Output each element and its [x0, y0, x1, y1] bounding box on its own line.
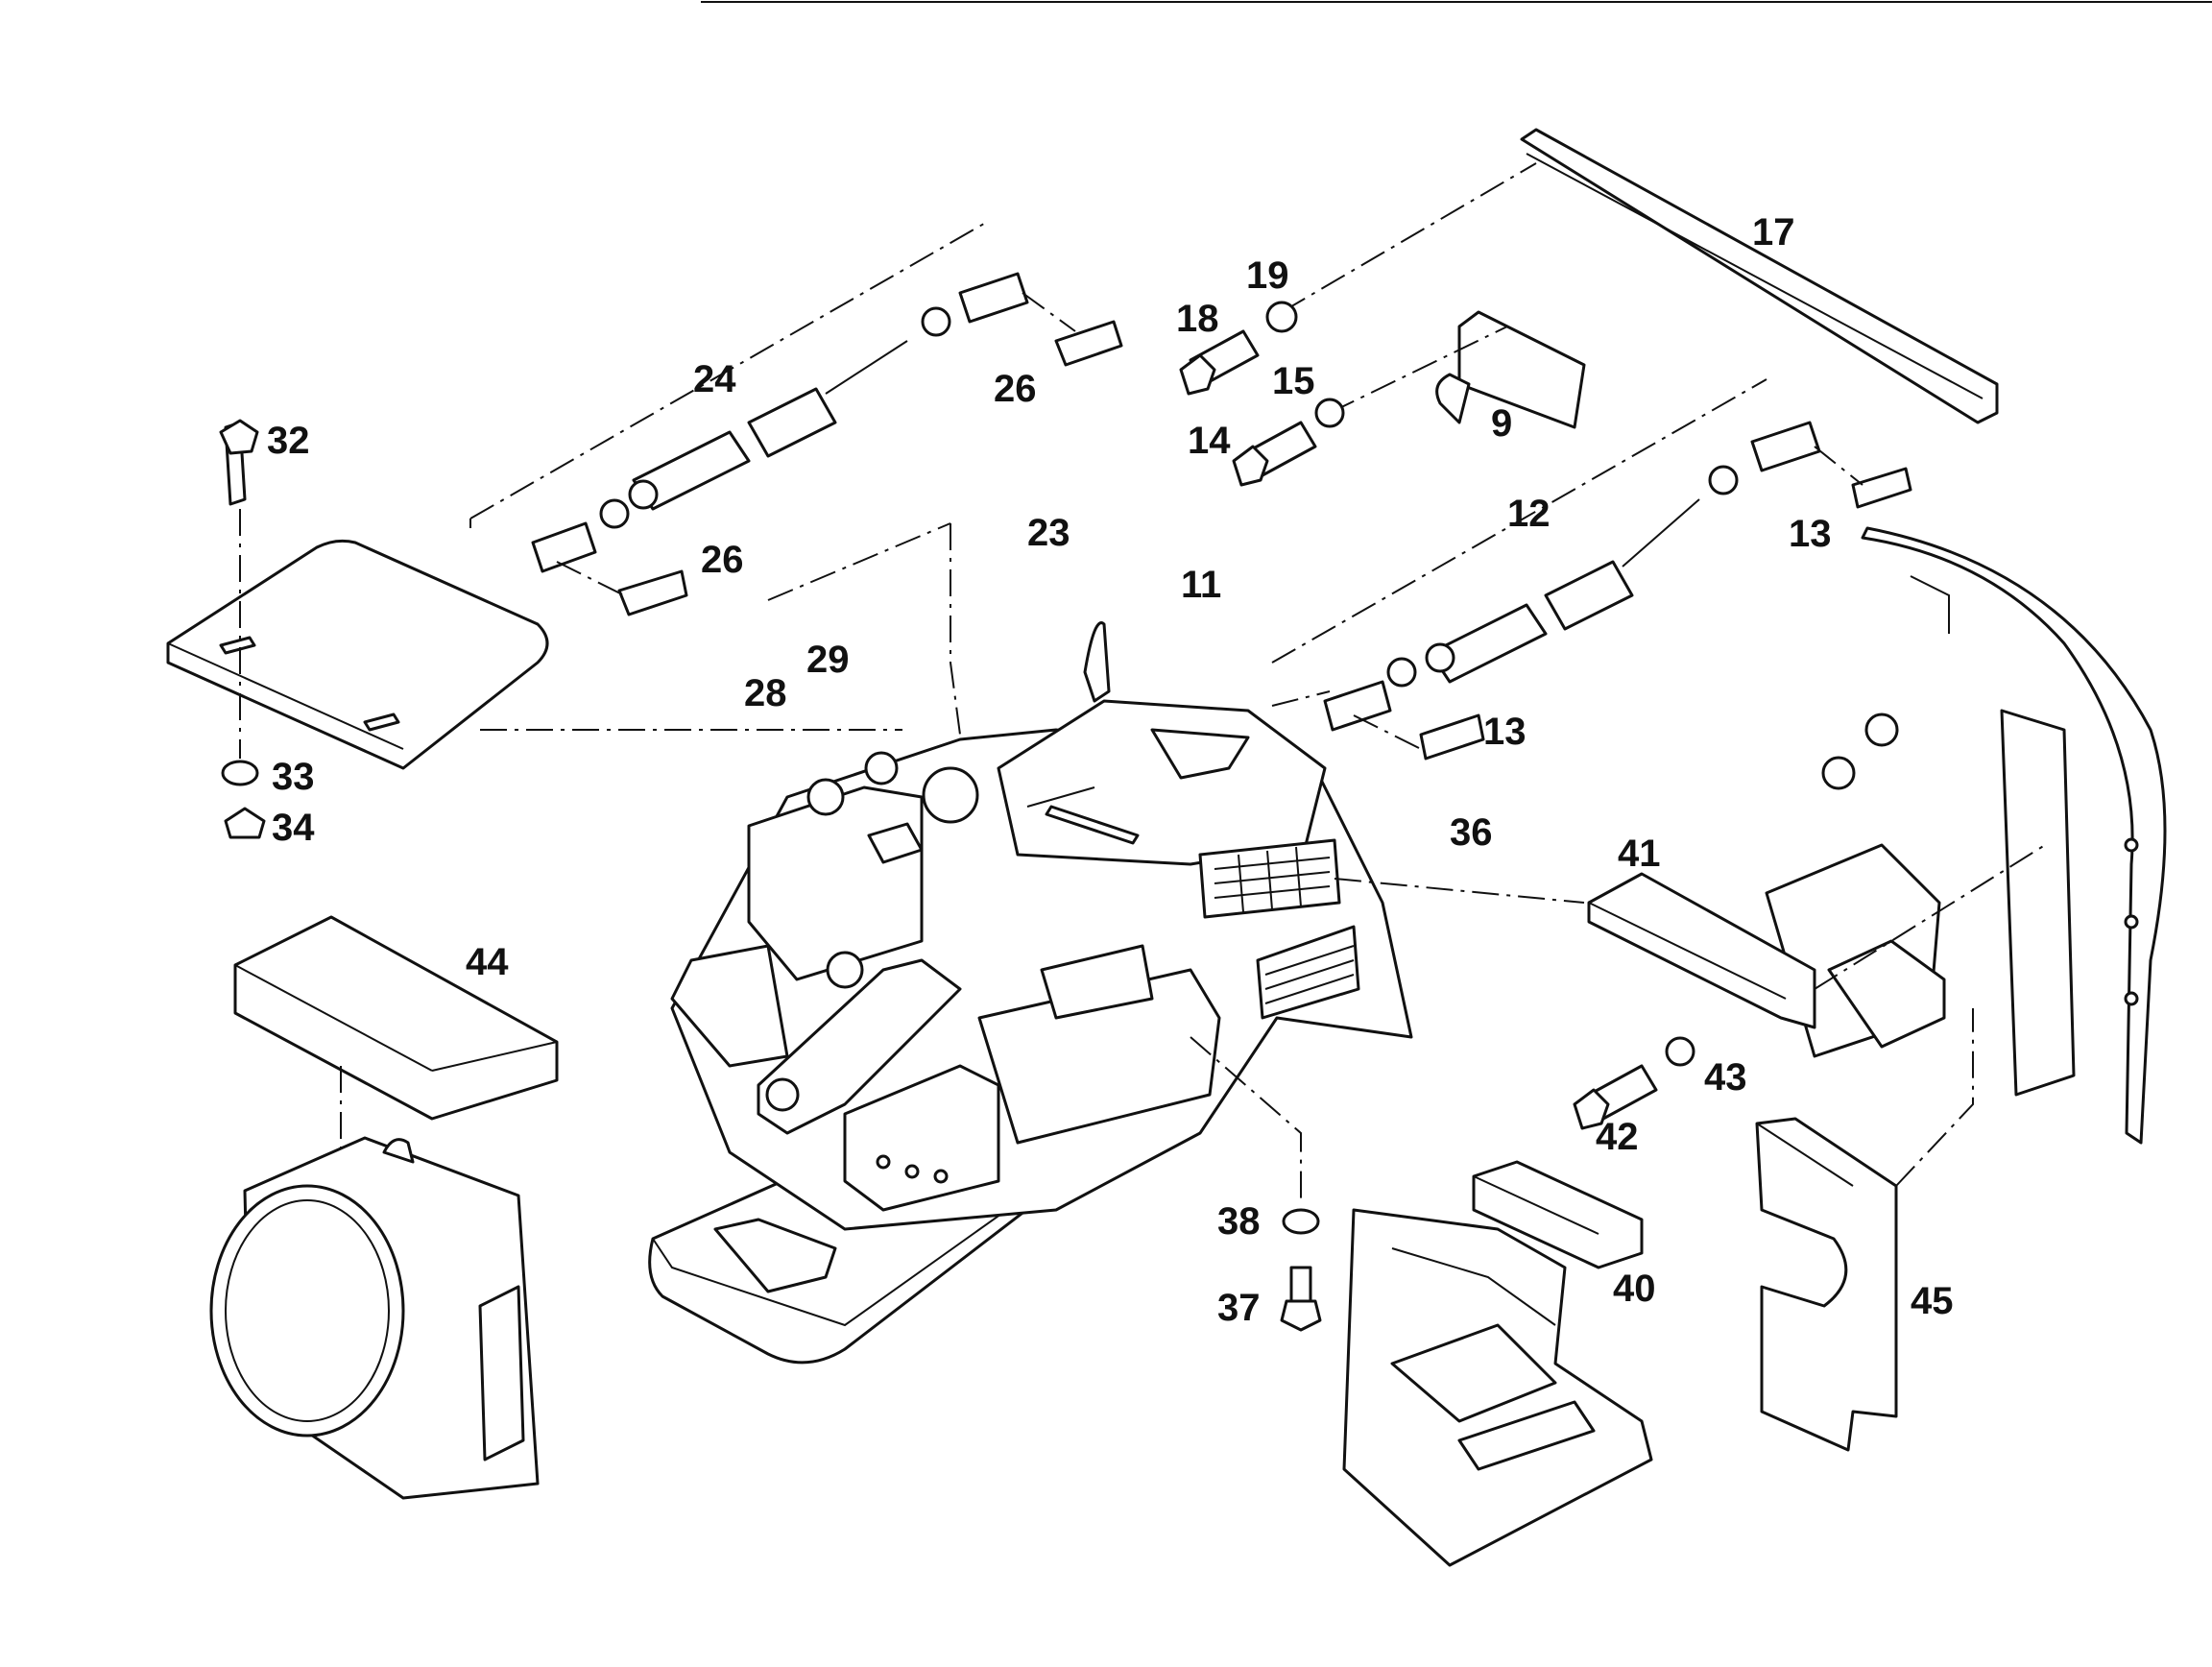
callout-18: 18	[1176, 298, 1219, 340]
bolt-37-38	[1190, 1036, 1322, 1332]
lower-frame-section	[1342, 1208, 1653, 1567]
box-44	[233, 915, 559, 1121]
callout-41: 41	[1618, 833, 1661, 875]
callout-32: 32	[267, 420, 310, 462]
cover-plate-assembly	[166, 419, 902, 839]
callout-42: 42	[1596, 1116, 1639, 1158]
callout-28: 28	[744, 672, 787, 714]
callout-13-upper: 13	[1789, 513, 1832, 555]
callout-33: 33	[272, 756, 315, 798]
leader-17-19	[1281, 162, 1537, 313]
callout-40: 40	[1613, 1268, 1656, 1310]
callout-36: 36	[1450, 811, 1493, 854]
plate-41	[1587, 872, 1816, 1029]
callout-26-lower: 26	[701, 539, 744, 581]
callout-38: 38	[1217, 1200, 1261, 1243]
callout-17: 17	[1752, 211, 1795, 254]
leader-29-washer	[767, 522, 951, 601]
right-side-frame	[1765, 526, 2167, 1145]
callout-24: 24	[693, 358, 736, 400]
callout-45: 45	[1911, 1280, 1954, 1322]
callout-23: 23	[1027, 512, 1070, 554]
leader-13-upper	[1271, 690, 1331, 707]
bracket-9	[1435, 310, 1586, 429]
gas-strut-12	[1271, 378, 1912, 761]
callout-37: 37	[1217, 1287, 1261, 1329]
callout-44: 44	[466, 941, 509, 983]
cover-45	[1755, 1117, 1898, 1452]
callout-labels: 9 11 12 13 13 14 15 17 18 19 23 24 26 26…	[267, 211, 1954, 1329]
block-40	[1472, 1160, 1644, 1269]
callout-15: 15	[1272, 360, 1315, 402]
fan-housing	[209, 1136, 540, 1500]
leader-45-frame	[1895, 1008, 1974, 1187]
leader-9-15	[1329, 326, 1508, 414]
callout-34: 34	[272, 807, 315, 849]
callout-29: 29	[806, 639, 850, 681]
callout-14: 14	[1188, 420, 1231, 462]
fasteners-42-43	[1573, 1036, 1695, 1130]
mounting-rail-17	[1520, 128, 1999, 424]
fasteners-18-19-14-15	[1179, 301, 1345, 487]
leader-28-box	[950, 523, 961, 736]
callout-43: 43	[1704, 1056, 1747, 1099]
main-frame-assembly	[648, 621, 1413, 1365]
callout-13-lower: 13	[1483, 711, 1527, 753]
callout-11: 11	[1181, 564, 1221, 606]
callout-12: 12	[1507, 493, 1551, 535]
callout-19: 19	[1246, 254, 1289, 297]
leader-36-41	[1334, 878, 1585, 904]
callout-26-upper: 26	[994, 368, 1037, 410]
callout-9: 9	[1491, 402, 1512, 445]
gas-strut-24	[469, 220, 1123, 616]
